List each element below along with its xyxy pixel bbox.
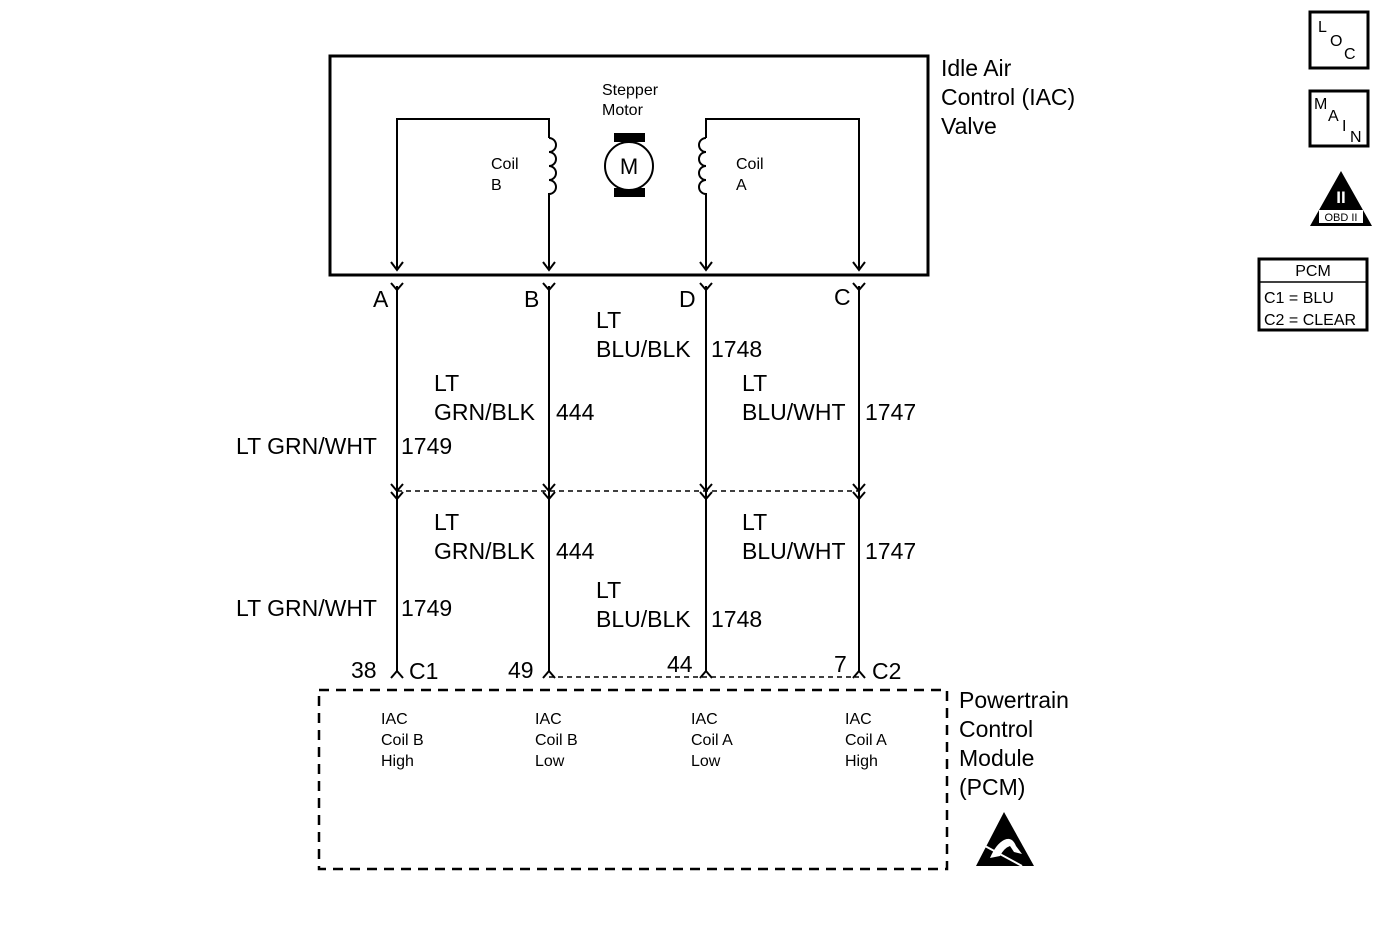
- motor-label-line2: Motor: [602, 102, 644, 119]
- pcm-terminal-coil-a-low: IAC Coil A Low: [691, 711, 733, 770]
- lower-444-color-line1: LT: [434, 509, 459, 535]
- svg-text:OBD II: OBD II: [1324, 212, 1357, 224]
- upper-1749-circuit: 1749: [401, 433, 452, 459]
- svg-text:N: N: [1350, 129, 1362, 146]
- upper-1749-color: LT GRN/WHT: [236, 433, 377, 459]
- pcm-legend-c1: C1 = BLU: [1264, 290, 1334, 307]
- wire-runs: [396, 286, 860, 672]
- pcm-pin-44: 44: [667, 651, 693, 677]
- svg-text:IAC: IAC: [691, 711, 718, 728]
- svg-text:A: A: [1328, 108, 1339, 125]
- lower-444-circuit: 444: [556, 538, 595, 564]
- motor-symbol: M: [620, 154, 638, 179]
- coil-b-loop: [396, 118, 550, 268]
- svg-text:I: I: [1342, 118, 1346, 135]
- pcm-legend-title: PCM: [1295, 263, 1331, 280]
- stepper-motor-icon: M: [604, 133, 654, 197]
- upper-1748-color-line1: LT: [596, 307, 621, 333]
- valve-pin-a: A: [373, 286, 389, 312]
- inline-connector-chevrons: [390, 483, 866, 501]
- upper-1747-color-line1: LT: [742, 370, 767, 396]
- coil-a-loop: [705, 118, 860, 268]
- lower-1749-circuit: 1749: [401, 595, 452, 621]
- svg-text:IAC: IAC: [845, 711, 872, 728]
- coil-a-winding-icon: [698, 137, 707, 268]
- svg-text:O: O: [1330, 33, 1342, 50]
- svg-text:Coil A: Coil A: [845, 732, 887, 749]
- iac-title-line2: Control (IAC): [941, 84, 1075, 110]
- coil-b-label-line1: Coil: [491, 156, 519, 173]
- pcm-terminal-coil-b-low: IAC Coil B Low: [535, 711, 578, 770]
- iac-valve-box: [328, 54, 930, 277]
- pcm-connector-legend: PCM C1 = BLU C2 = CLEAR: [1257, 257, 1369, 332]
- lower-1748-circuit: 1748: [711, 606, 762, 632]
- upper-1747-circuit: 1747: [865, 399, 916, 425]
- coil-a-label-line1: Coil: [736, 156, 764, 173]
- lower-1749-color: LT GRN/WHT: [236, 595, 377, 621]
- svg-text:Coil A: Coil A: [691, 732, 733, 749]
- pcm-title-line1: Powertrain: [959, 687, 1069, 713]
- pcm-title-line4: (PCM): [959, 774, 1025, 800]
- pcm-terminal-coil-b-high: IAC Coil B High: [381, 711, 424, 770]
- pcm-box: [317, 688, 949, 871]
- loc-icon[interactable]: L O C: [1308, 10, 1370, 70]
- svg-text:Coil B: Coil B: [535, 732, 578, 749]
- svg-text:High: High: [845, 753, 878, 770]
- upper-444-circuit: 444: [556, 399, 595, 425]
- lower-1748-color-line2: BLU/BLK: [596, 606, 691, 632]
- main-icon[interactable]: M A I N: [1308, 89, 1370, 148]
- pcm-pin-7: 7: [834, 651, 847, 677]
- obd-ii-icon[interactable]: II OBD II: [1310, 171, 1372, 226]
- svg-text:Coil B: Coil B: [381, 732, 424, 749]
- iac-title-line3: Valve: [941, 113, 997, 139]
- svg-text:IAC: IAC: [381, 711, 408, 728]
- upper-1748-color-line2: BLU/BLK: [596, 336, 691, 362]
- lower-1747-circuit: 1747: [865, 538, 916, 564]
- pcm-connector-c1: C1: [409, 658, 438, 684]
- valve-pin-c: C: [834, 284, 851, 310]
- lower-444-color-line2: GRN/BLK: [434, 538, 536, 564]
- pcm-connector-c2: C2: [872, 658, 901, 684]
- lower-1748-color-line1: LT: [596, 577, 621, 603]
- lower-1747-color-line1: LT: [742, 509, 767, 535]
- upper-1748-circuit: 1748: [711, 336, 762, 362]
- pcm-pin-38: 38: [351, 657, 377, 683]
- pcm-connector-chevrons: [390, 669, 866, 679]
- valve-pin-d: D: [679, 286, 696, 312]
- svg-text:IAC: IAC: [535, 711, 562, 728]
- svg-text:Low: Low: [535, 753, 565, 770]
- pcm-title-line2: Control: [959, 716, 1033, 742]
- pcm-title-line3: Module: [959, 745, 1034, 771]
- upper-444-color-line2: GRN/BLK: [434, 399, 536, 425]
- svg-text:M: M: [1314, 96, 1327, 113]
- svg-text:C: C: [1344, 46, 1356, 63]
- svg-text:L: L: [1318, 19, 1327, 36]
- svg-text:II: II: [1336, 188, 1345, 207]
- coil-a-label-line2: A: [736, 177, 747, 194]
- coil-b-winding-icon: [548, 137, 557, 268]
- pcm-legend-c2: C2 = CLEAR: [1264, 312, 1356, 329]
- upper-444-color-line1: LT: [434, 370, 459, 396]
- svg-text:Low: Low: [691, 753, 721, 770]
- upper-1747-color-line2: BLU/WHT: [742, 399, 846, 425]
- pcm-pin-49: 49: [508, 657, 534, 683]
- esd-warning-icon: [976, 812, 1034, 867]
- iac-title-line1: Idle Air: [941, 55, 1012, 81]
- lower-1747-color-line2: BLU/WHT: [742, 538, 846, 564]
- svg-text:High: High: [381, 753, 414, 770]
- valve-pin-b: B: [524, 286, 539, 312]
- coil-b-label-line2: B: [491, 177, 502, 194]
- pcm-terminal-coil-a-high: IAC Coil A High: [845, 711, 887, 770]
- motor-label-line1: Stepper: [602, 82, 659, 99]
